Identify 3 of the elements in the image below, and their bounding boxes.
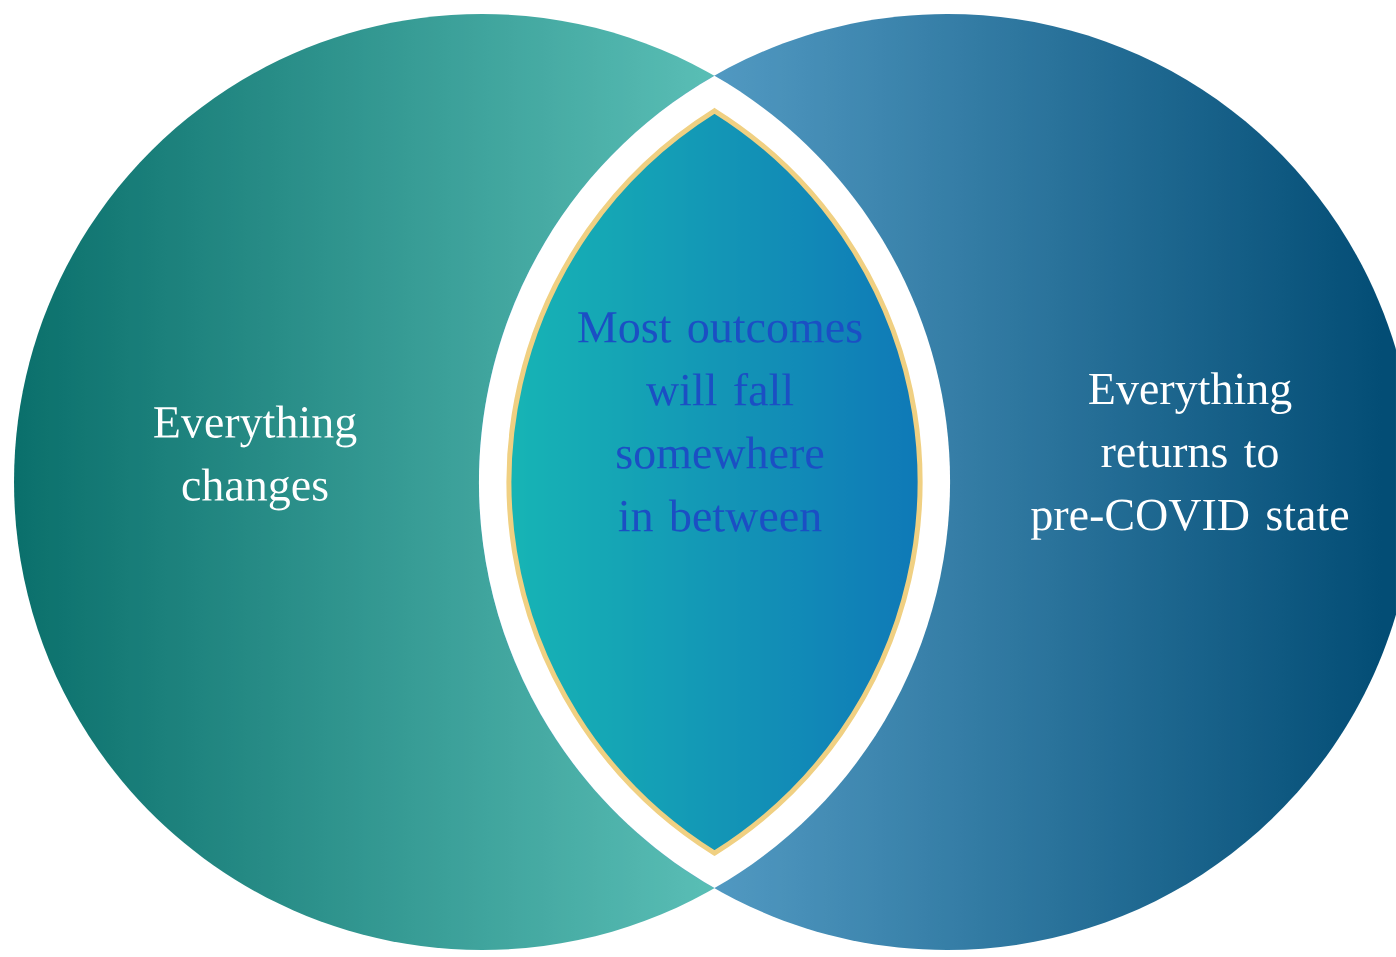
region-label: Most outcomes will fall somewhere in between [578, 312, 862, 532]
region-label: Everything changes [154, 405, 357, 511]
region-label: Everything returns to pre-COVID state [1031, 372, 1349, 540]
